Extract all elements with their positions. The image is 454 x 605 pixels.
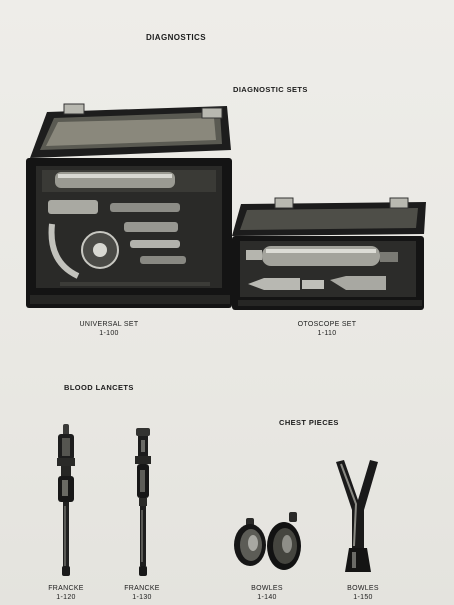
chest-piece-1-140-caption: BOWLES 1-140 [237, 584, 297, 602]
chest-piece-1-150-name: BOWLES [347, 585, 379, 592]
blood-lancets-heading: BLOOD LANCETS [64, 383, 134, 392]
otoscope-set-name: OTOSCOPE SET [297, 321, 357, 328]
chest-pieces-heading: CHEST PIECES [279, 418, 339, 427]
universal-set-caption: UNIVERSAL SET 1-100 [64, 320, 154, 338]
universal-set-code: 1-100 [99, 330, 119, 337]
chest-piece-1-150-caption: BOWLES 1-150 [333, 584, 393, 602]
lancet-1-120-code: 1-120 [56, 594, 76, 601]
universal-set-name: UNIVERSAL SET [79, 321, 139, 328]
otoscope-set-code: 1-110 [317, 330, 337, 337]
lancet-1-120-caption: FRANCKE 1-120 [36, 584, 96, 602]
chest-piece-1-150-code: 1-150 [353, 594, 373, 601]
chest-piece-1-140-name: BOWLES [251, 585, 283, 592]
lancet-1-130-name: FRANCKE [124, 585, 160, 592]
chest-piece-1-140-code: 1-140 [257, 594, 277, 601]
otoscope-set-caption: OTOSCOPE SET 1-110 [282, 320, 372, 338]
diagnostic-sets-heading: DIAGNOSTIC SETS [233, 85, 308, 94]
page-title: DIAGNOSTICS [146, 33, 206, 42]
lancet-1-130-code: 1-130 [132, 594, 152, 601]
lancet-1-130-caption: FRANCKE 1-130 [112, 584, 172, 602]
lancet-1-120-name: FRANCKE [48, 585, 84, 592]
